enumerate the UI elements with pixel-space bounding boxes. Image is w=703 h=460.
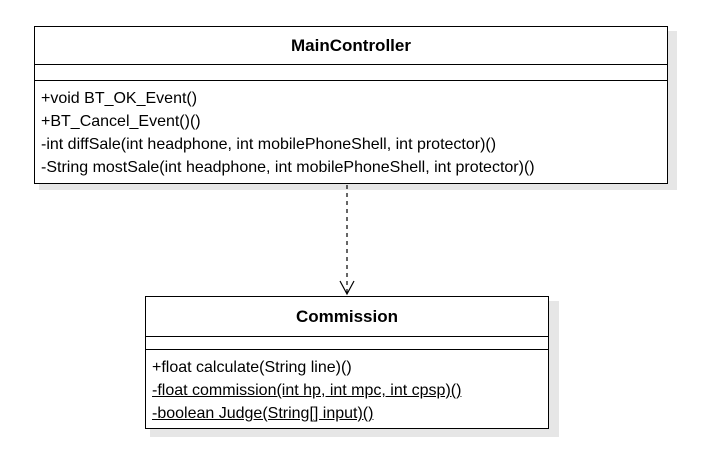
open-arrowhead — [339, 280, 355, 296]
static-operation: -boolean Judge(String[] input)() — [152, 405, 374, 422]
operations-compartment: +float calculate(String line)() -float c… — [146, 350, 548, 425]
operation: +BT_Cancel_Event()() — [41, 113, 201, 130]
operation: -int diffSale(int headphone, int mobileP… — [41, 136, 497, 153]
class-name: MainController — [35, 27, 667, 65]
attributes-compartment — [35, 65, 667, 81]
attributes-compartment — [146, 337, 548, 350]
operations-compartment: +void BT_OK_Event() +BT_Cancel_Event()()… — [35, 81, 667, 179]
class-commission[interactable]: Commission +float calculate(String line)… — [145, 296, 549, 429]
class-name: Commission — [146, 297, 548, 337]
operation: -String mostSale(int headphone, int mobi… — [41, 159, 535, 176]
class-main-controller[interactable]: MainController +void BT_OK_Event() +BT_C… — [34, 26, 668, 184]
static-operation: -float commission(int hp, int mpc, int c… — [152, 382, 462, 399]
operation: +float calculate(String line)() — [152, 359, 352, 376]
operation: +void BT_OK_Event() — [41, 90, 198, 107]
